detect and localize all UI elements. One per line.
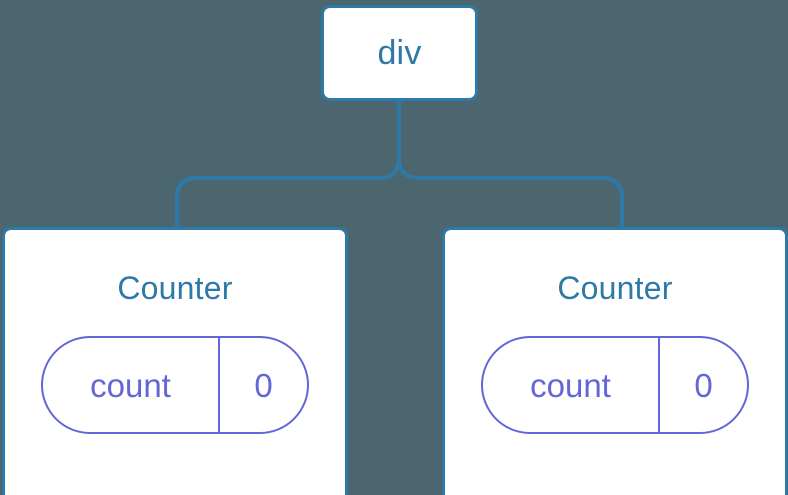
node-div-label: div	[377, 34, 422, 72]
state-key-right: count	[483, 338, 660, 432]
state-value-right: 0	[694, 366, 713, 404]
node-div[interactable]: div	[321, 5, 478, 101]
edge-root-to-left-counter	[175, 99, 401, 229]
state-pill-right[interactable]: count 0	[481, 336, 749, 434]
state-pill-left[interactable]: count 0	[41, 336, 309, 434]
node-counter-left[interactable]: Counter count 0	[2, 227, 348, 495]
edge-root-to-right-counter	[397, 99, 624, 229]
node-counter-right-label: Counter	[557, 270, 673, 306]
node-counter-right[interactable]: Counter count 0	[442, 227, 788, 495]
state-value-left: 0	[254, 366, 273, 404]
state-key-left: count	[43, 338, 220, 432]
node-counter-left-label: Counter	[117, 270, 233, 306]
